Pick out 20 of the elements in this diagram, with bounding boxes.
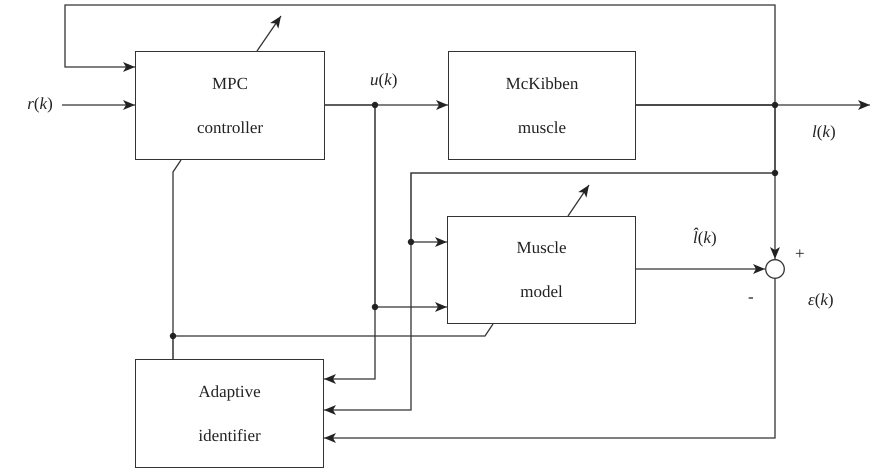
signal-label: r(k) [27, 94, 53, 114]
process-box [135, 51, 325, 160]
signal-label: l̂(k) [693, 228, 717, 248]
signal-label: - [748, 287, 754, 307]
arrow [62, 100, 135, 110]
block-label: McKibben muscle [504, 72, 580, 138]
signal-label: ε(k) [808, 290, 834, 310]
arrow [324, 104, 376, 384]
process-box [135, 359, 324, 468]
arrow [636, 264, 765, 274]
block-label: Adaptive identifier [197, 380, 262, 446]
process-box [447, 216, 636, 324]
arrow [324, 279, 776, 443]
block-label: MPC controller [196, 72, 264, 138]
process-box [448, 51, 636, 160]
signal-label: + [795, 244, 805, 264]
arrow [324, 104, 776, 415]
signal-label: u(k) [370, 70, 398, 90]
block-label: Muscle model [515, 237, 568, 303]
signal-label: l(k) [812, 122, 836, 142]
